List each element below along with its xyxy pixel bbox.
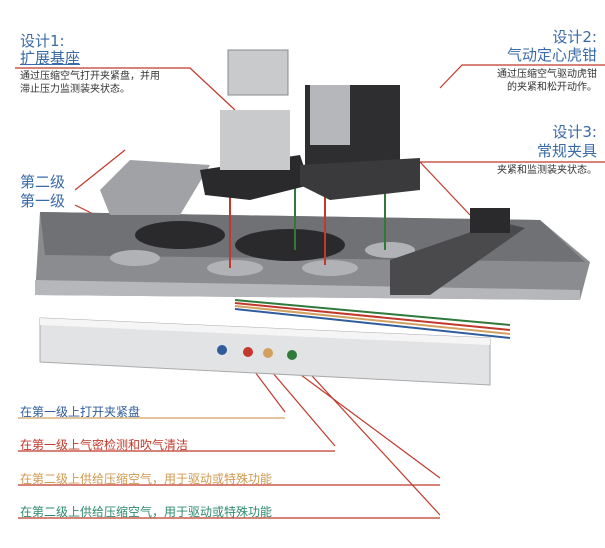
bottom-label: 在第一级上气密检测和吹气清洁 (20, 438, 189, 452)
bottom-label: 在第一级上打开夹紧盘 (20, 405, 141, 419)
design2-name: 气动定心虎钳 (506, 46, 597, 64)
design1-desc: 通过压缩空气打开夹紧盘，并用 (20, 71, 160, 82)
design3-name: 常规夹具 (536, 142, 597, 160)
design3-title: 设计3: (552, 123, 597, 141)
air-lines (229, 185, 511, 339)
bottom-label: 在第二级上供给压缩空气，用于驱动或特殊功能 (20, 472, 273, 486)
bottom-label: 在第二级上供给压缩空气，用于驱动或特殊功能 (20, 505, 273, 519)
design1-desc: 滞止压力监测装夹状态。 (20, 84, 130, 95)
pneumatic-vise (300, 85, 420, 200)
connector-bar (39, 317, 491, 386)
level-first-label: 第一级 (20, 192, 66, 210)
standard-fixture (390, 208, 525, 295)
design2-desc: 通过压缩空气驱动虎钳 (497, 69, 597, 80)
design2-desc: 的夹紧和松开动作。 (507, 82, 597, 93)
design1-name: 扩展基座 (20, 49, 81, 67)
extension-base (100, 49, 310, 215)
base-plate (35, 212, 590, 300)
level-second-label: 第二级 (20, 173, 66, 191)
design1-title: 设计1: (20, 32, 65, 50)
design2-title: 设计2: (552, 28, 597, 46)
design3-desc: 夹紧和监测装夹状态。 (497, 165, 597, 176)
